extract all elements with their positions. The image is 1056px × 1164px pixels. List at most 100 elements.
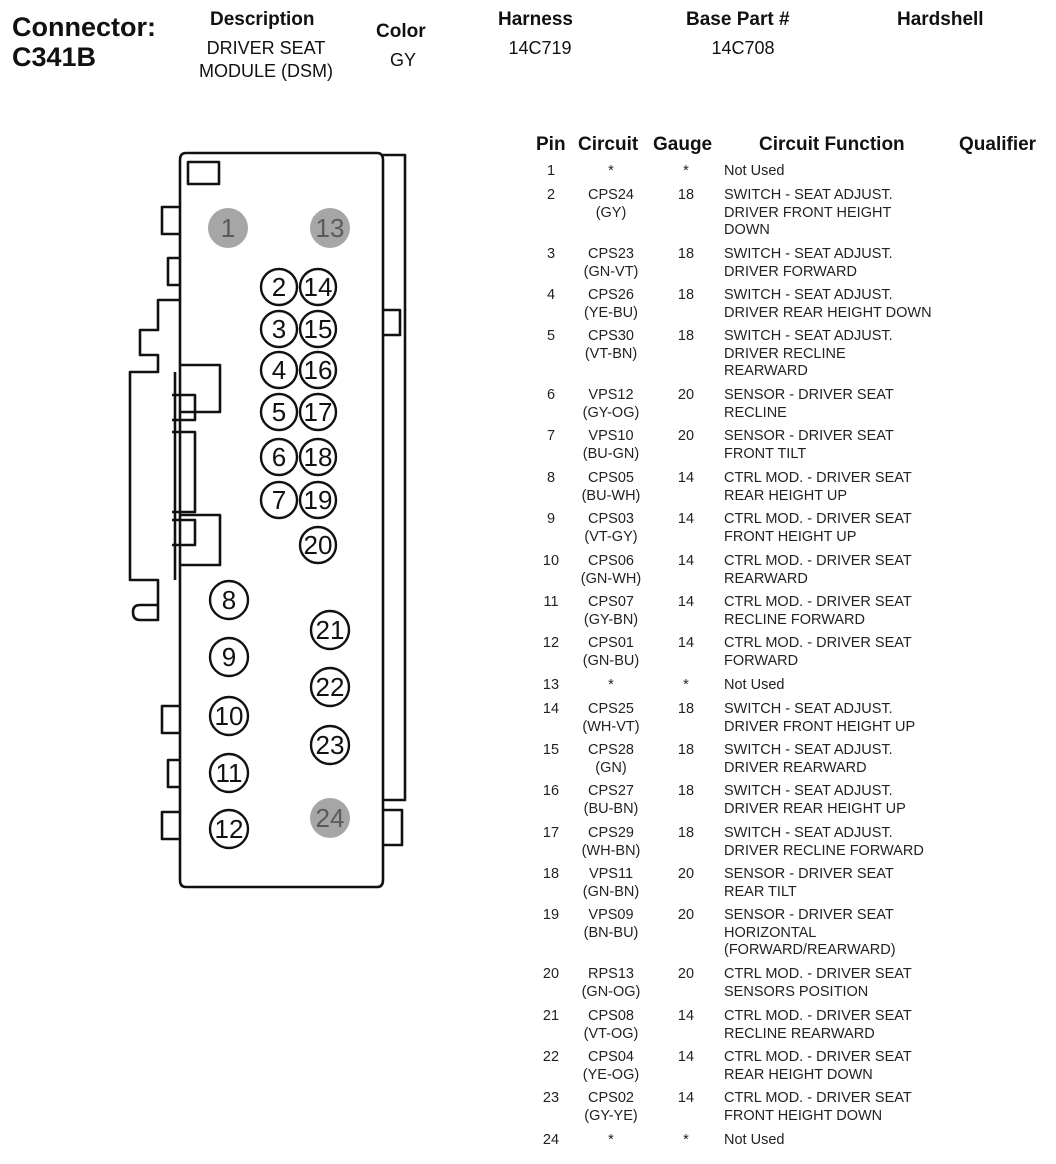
col-header-pin: Pin [536,134,566,155]
circuit-cell: CPS08 (VT-OG) [583,1008,639,1042]
pin-14-label: 14 [304,272,333,302]
pin-22-label: 22 [316,672,345,702]
pin-1-label: 1 [221,213,235,243]
gauge-cell: 18 [677,287,695,303]
circuit-function-cell: SWITCH - SEAT ADJUST. DRIVER REAR HEIGHT… [724,783,906,817]
circuit-function-cell: SENSOR - DRIVER SEAT HORIZONTAL (FORWARD… [724,907,896,958]
pin-13-label: 13 [316,213,345,243]
pin-number-cell: 2 [546,187,556,203]
gauge-cell: * [683,677,689,693]
pin-6-label: 6 [272,442,286,472]
circuit-function-cell: SWITCH - SEAT ADJUST. DRIVER RECLINE REA… [724,328,893,379]
pin-21-circle [309,609,351,651]
gauge-cell: 20 [677,428,695,444]
pin-3-label: 3 [272,314,286,344]
pin-21-label: 21 [316,615,345,645]
pin-9-circle [208,636,250,678]
pin-13-circle [310,208,350,248]
gauge-cell: 14 [677,553,695,569]
gauge-cell: 18 [677,187,695,203]
pin-23-circle [309,724,351,766]
harness-label: Harness [498,9,573,30]
col-header-circuit: Circuit [578,134,639,155]
pin-18-circle [298,437,338,477]
gauge-cell: 14 [677,1090,695,1106]
gauge-cell: 18 [677,701,695,717]
pin-20-label: 20 [304,530,333,560]
circuit-function-cell: Not Used [724,1132,785,1148]
pin-number-cell: 1 [546,163,556,179]
pin-12-label: 12 [215,814,244,844]
pin-17-label: 17 [304,397,333,427]
pin-7-circle [259,480,299,520]
circuit-cell: CPS04 (YE-OG) [582,1049,640,1083]
gauge-cell: 18 [677,328,695,344]
pin-23-label: 23 [316,730,345,760]
gauge-cell: 14 [677,1049,695,1065]
circuit-cell: CPS06 (GN-WH) [580,553,642,587]
circuit-cell: VPS09 (BN-BU) [583,907,639,941]
circuit-cell: VPS12 (GY-OG) [582,387,640,421]
pin-number-cell: 23 [542,1090,560,1106]
circuit-cell: CPS07 (GY-BN) [583,594,639,628]
circuit-cell: CPS24 (GY) [588,187,634,221]
pin-16-label: 16 [304,355,333,385]
base-part-label: Base Part # [686,9,790,30]
circuit-function-cell: SWITCH - SEAT ADJUST. DRIVER FORWARD [724,246,893,280]
pin-1-circle [208,208,248,248]
pin-15-label: 15 [304,314,333,344]
circuit-function-cell: SWITCH - SEAT ADJUST. DRIVER REAR HEIGHT… [724,287,932,321]
pin-4-circle [259,350,299,390]
pin-number-cell: 24 [542,1132,560,1148]
circuit-function-cell: SWITCH - SEAT ADJUST. DRIVER RECLINE FOR… [724,825,924,859]
pin-3-circle [259,309,299,349]
pin-10-label: 10 [215,701,244,731]
pin-number-cell: 9 [546,511,556,527]
pin-5-circle [259,392,299,432]
circuit-function-cell: CTRL MOD. - DRIVER SEAT FORWARD [724,635,912,669]
color-value: GY [389,50,416,70]
pin-number-cell: 11 [543,594,559,610]
circuit-cell: CPS26 (YE-BU) [584,287,638,321]
pin-8-circle [208,579,250,621]
gauge-cell: 14 [677,511,695,527]
pin-7-label: 7 [272,485,286,515]
circuit-cell: CPS28 (GN) [588,742,634,776]
pin-number-cell: 6 [546,387,556,403]
circuit-function-cell: SENSOR - DRIVER SEAT FRONT TILT [724,428,894,462]
pin-18-label: 18 [304,442,333,472]
circuit-cell: * [608,677,614,693]
pin-number-cell: 5 [546,328,556,344]
circuit-function-cell: CTRL MOD. - DRIVER SEAT SENSORS POSITION [724,966,912,1000]
pin-10-circle [208,695,250,737]
pin-number-cell: 15 [542,742,560,758]
connector-label: Connector: C341B [12,12,156,72]
circuit-cell: CPS02 (GY-YE) [584,1090,638,1124]
pin-number-cell: 21 [542,1008,560,1024]
circuit-cell: VPS10 (BU-GN) [582,428,640,462]
circuit-function-cell: CTRL MOD. - DRIVER SEAT REARWARD [724,553,912,587]
circuit-function-cell: SWITCH - SEAT ADJUST. DRIVER FRONT HEIGH… [724,187,893,238]
pin-number-cell: 18 [542,866,560,882]
gauge-cell: * [683,1132,689,1148]
circuit-function-cell: CTRL MOD. - DRIVER SEAT RECLINE REARWARD [724,1008,912,1042]
color-label: Color [376,21,426,42]
circuit-function-cell: Not Used [724,677,785,693]
col-header-qualifier: Qualifier [959,134,1037,155]
pin-14-circle [298,267,338,307]
circuit-cell: CPS23 (GN-VT) [583,246,639,280]
description-value: DRIVER SEAT MODULE (DSM) [199,38,333,81]
gauge-cell: 20 [677,907,695,923]
circuit-cell: CPS25 (WH-VT) [582,701,640,735]
pin-24-label: 24 [316,803,345,833]
pin-number-cell: 3 [546,246,556,262]
circuit-function-cell: SWITCH - SEAT ADJUST. DRIVER REARWARD [724,742,893,776]
pin-9-label: 9 [222,642,236,672]
gauge-cell: 18 [677,825,695,841]
circuit-function-cell: CTRL MOD. - DRIVER SEAT FRONT HEIGHT DOW… [724,1090,912,1124]
gauge-cell: 18 [677,783,695,799]
pin-number-cell: 4 [546,287,556,303]
pin-5-label: 5 [272,397,286,427]
pin-2-label: 2 [272,272,286,302]
